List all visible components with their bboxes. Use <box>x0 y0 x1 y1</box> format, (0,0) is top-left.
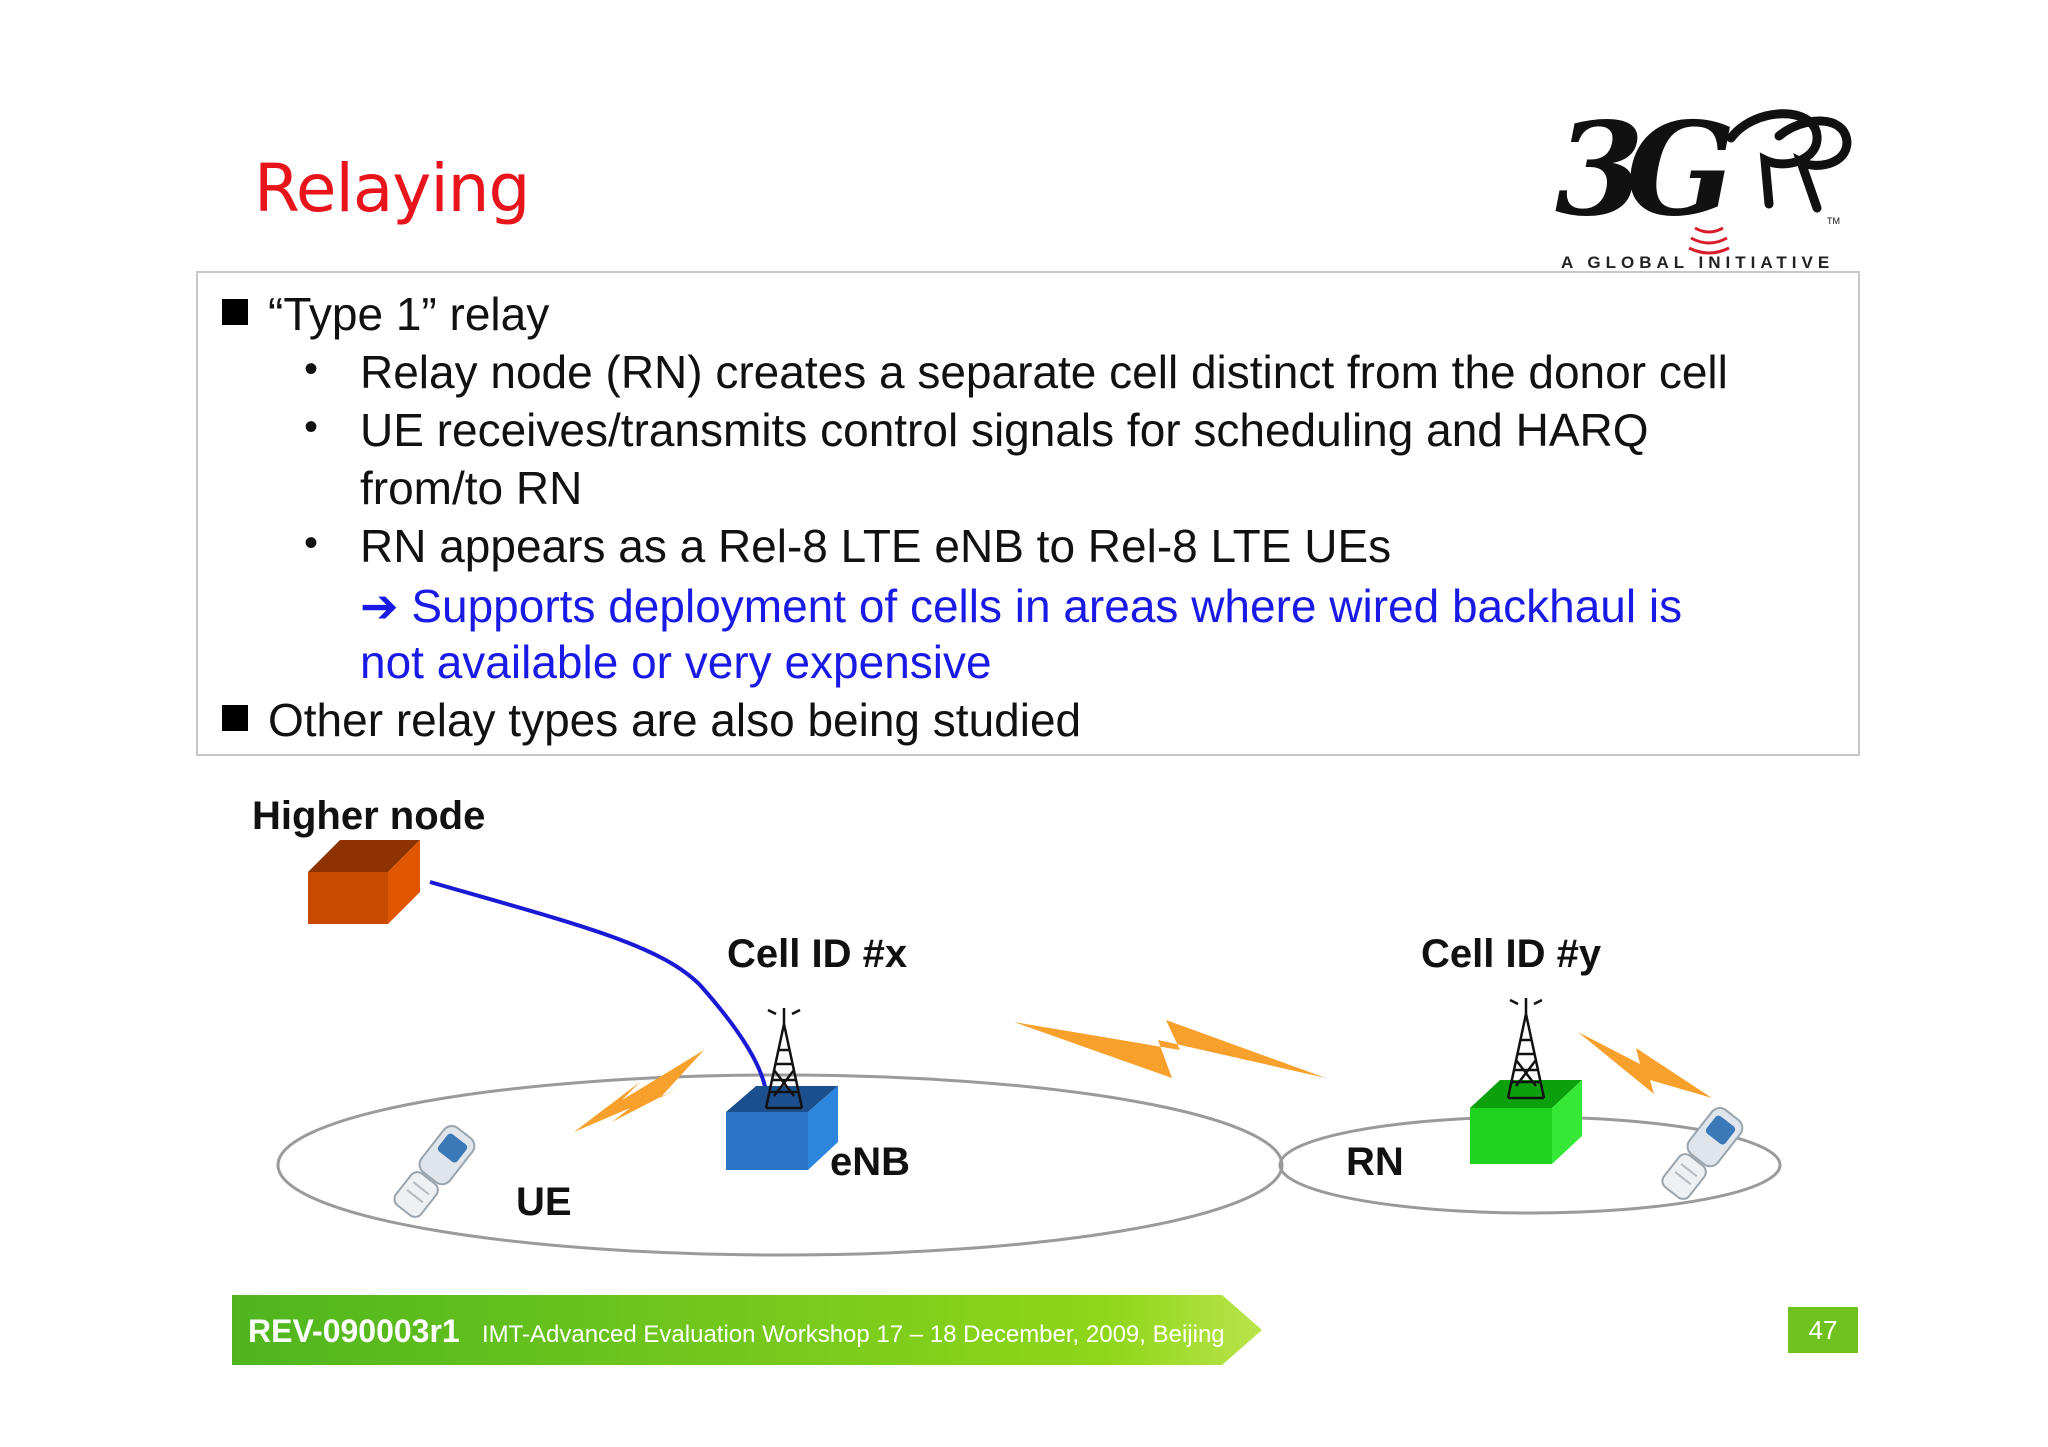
sub-bullet-icon: • <box>304 521 319 565</box>
enb-tower-icon <box>764 1008 804 1110</box>
sub-bullet-ue-line2: from/to RN <box>360 462 583 514</box>
conclusion-line2: not available or very expensive <box>360 636 992 688</box>
cell-id-y-label: Cell ID #y <box>1421 932 1602 976</box>
bullet-other-types: Other relay types are also being studied <box>268 694 1082 746</box>
slide-title: Relaying <box>254 150 530 227</box>
enb-label: eNB <box>830 1140 911 1184</box>
square-bullet-icon <box>222 299 248 325</box>
footer-event: IMT-Advanced Evaluation Workshop 17 – 18… <box>482 1321 1225 1348</box>
lightning-ue-enb <box>574 1050 704 1132</box>
footer-bar <box>232 1295 1262 1365</box>
rn-tower-icon <box>1506 998 1546 1100</box>
higher-node-label: Higher node <box>252 794 486 838</box>
3gpp-logo: 3G TM A GLOBAL INITIATIVE <box>1555 96 1852 272</box>
content-box: “Type 1” relay • Relay node (RN) creates… <box>196 271 1860 756</box>
relay-ue-phone-icon <box>1661 1107 1744 1200</box>
higher-node-box <box>308 840 420 924</box>
rn-label: RN <box>1346 1140 1404 1184</box>
sub-bullet-rn: Relay node (RN) creates a separate cell … <box>360 346 1728 398</box>
svg-text:3G: 3G <box>1555 96 1730 245</box>
rn-box <box>1470 1080 1582 1164</box>
footer-doc-id: REV-090003r1 <box>248 1313 460 1349</box>
enb-box <box>726 1086 838 1170</box>
svg-text:A GLOBAL INITIATIVE: A GLOBAL INITIATIVE <box>1561 253 1834 272</box>
bullet-type1: “Type 1” relay <box>268 288 550 340</box>
ue-phone-icon <box>393 1125 476 1218</box>
lightning-rn-ue <box>1578 1032 1712 1098</box>
sub-bullet-rel8: RN appears as a Rel-8 LTE eNB to Rel-8 L… <box>360 520 1392 572</box>
ue-label: UE <box>516 1180 572 1224</box>
square-bullet-icon <box>222 705 248 731</box>
sub-bullet-icon: • <box>304 347 319 391</box>
lightning-enb-rn <box>1014 1020 1326 1078</box>
cell-id-x-label: Cell ID #x <box>727 932 908 976</box>
sub-bullet-ue-line1: UE receives/transmits control signals fo… <box>360 404 1649 456</box>
sub-bullet-icon: • <box>304 405 319 449</box>
conclusion-line1: ➔ Supports deployment of cells in areas … <box>360 583 1682 629</box>
svg-text:TM: TM <box>1827 216 1840 226</box>
page-number: 47 <box>1788 1307 1858 1353</box>
donor-cell-ellipse <box>276 1073 1284 1257</box>
conclusion-text: Supports deployment of cells in areas wh… <box>411 580 1683 632</box>
wired-backhaul-link <box>429 880 768 1093</box>
arrow-right-icon: ➔ <box>360 580 399 632</box>
